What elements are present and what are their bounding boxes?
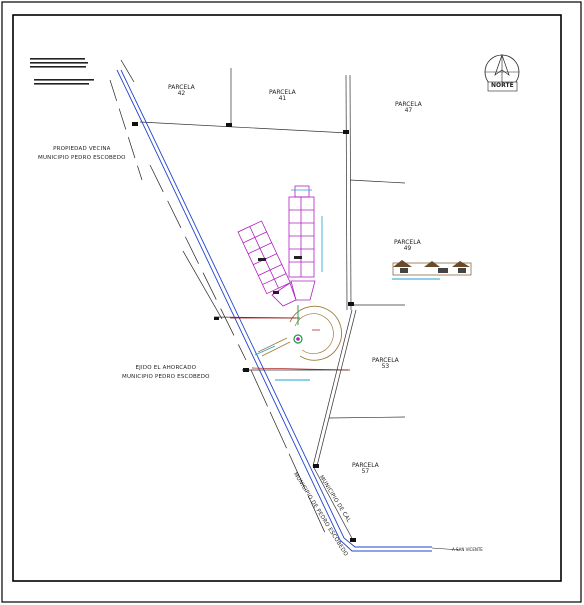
to-san-vicente-label: A SAN VICENTE [452, 547, 483, 552]
north-label: NORTE [491, 82, 514, 89]
legend-marks [30, 58, 94, 85]
survey-markers [132, 122, 356, 542]
building-elevation [392, 260, 472, 280]
propiedad-vecina-label: PROPIEDAD VECINA MUNICIPIO PEDRO ESCOBED… [38, 146, 126, 161]
red-detail-lines [230, 317, 351, 371]
north-arrow-icon [484, 53, 520, 92]
inner-frame [12, 14, 562, 582]
road-edge-lines [109, 59, 327, 536]
ejido-label: EJIDO EL AHORCADO MUNICIPIO PEDRO ESCOBE… [122, 365, 210, 380]
building-details [254, 189, 323, 381]
parcel-boundaries [139, 68, 406, 543]
main-road [116, 69, 461, 552]
roundabout [257, 305, 342, 361]
building-complex [237, 185, 316, 307]
